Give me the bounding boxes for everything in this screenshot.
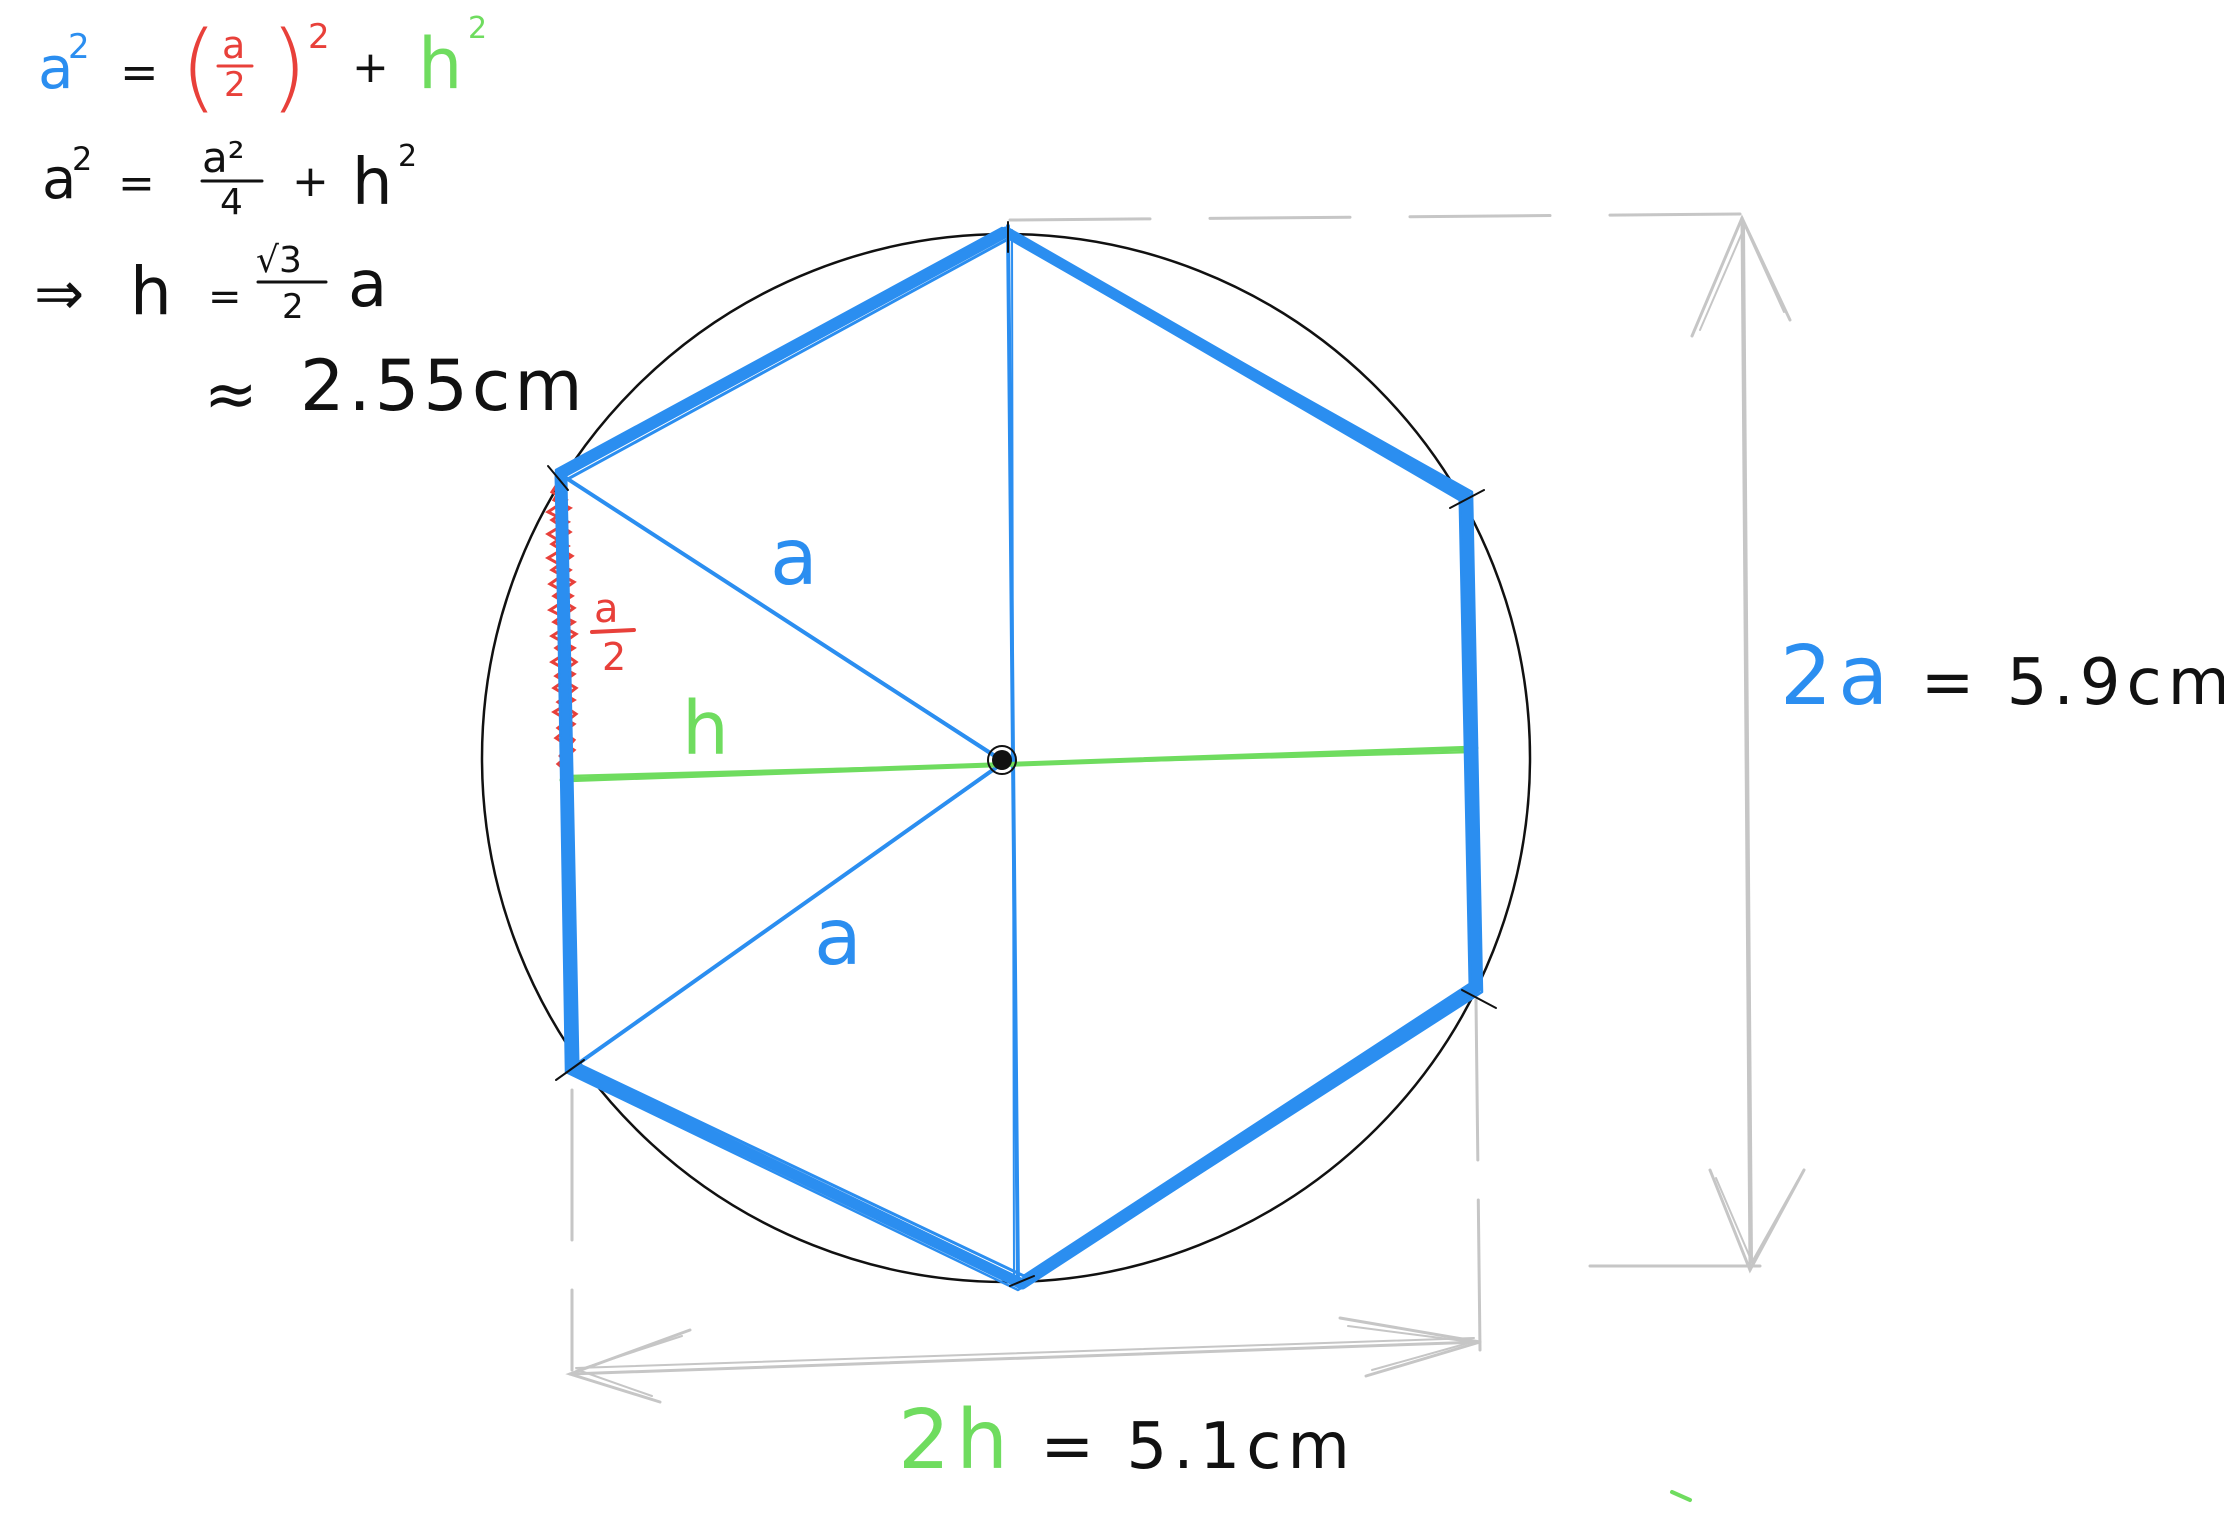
label-half-bar bbox=[590, 628, 636, 634]
horizontal-dimension-arrow bbox=[565, 1316, 1482, 1404]
eq2-h-exponent: 2 bbox=[398, 139, 417, 174]
right-extension-line bbox=[1474, 998, 1482, 1352]
vertical-diagonal-double bbox=[1011, 229, 1015, 1281]
eq1-frac-den: 2 bbox=[224, 65, 246, 105]
eq1-a: a bbox=[38, 34, 74, 102]
label-half-den: 2 bbox=[602, 635, 626, 679]
eq2-plus: + bbox=[292, 156, 329, 207]
eq2-frac-num: a² bbox=[202, 133, 245, 182]
eq2-equals: = bbox=[118, 158, 155, 209]
eq1-h: h bbox=[418, 23, 462, 105]
eq1-frac-num: a bbox=[222, 23, 245, 67]
horizontal-dimension-label: 2h = 5.1cm bbox=[898, 1393, 1356, 1488]
radius-lower-left-double bbox=[579, 765, 1001, 1063]
eq2-frac-den: 4 bbox=[220, 182, 243, 223]
eq1-plus: + bbox=[352, 42, 389, 93]
eq1-a-exponent: 2 bbox=[68, 27, 90, 67]
eq1-equals: = bbox=[120, 45, 159, 99]
radius-upper-left-double bbox=[565, 477, 1001, 759]
eq4-value: 2.55cm bbox=[300, 345, 587, 427]
center-point-ring bbox=[987, 745, 1017, 775]
vertex-ticks bbox=[547, 221, 1497, 1287]
height-line bbox=[559, 745, 1479, 783]
hexagon bbox=[554, 226, 1484, 1292]
eq1-paren-exponent: 2 bbox=[308, 17, 330, 57]
dimension-guides bbox=[565, 212, 1806, 1404]
equation-line-3: ⇒ h = √3 2 a bbox=[34, 240, 387, 330]
eq3-implies: ⇒ bbox=[34, 259, 84, 329]
horizontal-dimension-value: = 5.1cm bbox=[1014, 1410, 1356, 1484]
eq3-h: h bbox=[130, 253, 172, 330]
inner-diagonals bbox=[558, 224, 1020, 1288]
eq2-h: h bbox=[352, 146, 393, 220]
label-height: h bbox=[682, 686, 729, 772]
eq3-frac-num: √3 bbox=[256, 240, 302, 281]
label-side-upper: a bbox=[770, 513, 818, 603]
eq2-a: a bbox=[42, 147, 76, 212]
label-half-num: a bbox=[594, 586, 619, 632]
stray-green-mark bbox=[1670, 1490, 1692, 1502]
eq4-approx: ≈ bbox=[204, 358, 258, 432]
vertical-dimension-label: 2a = 5.9cm bbox=[1780, 629, 2224, 724]
label-side-lower: a bbox=[814, 893, 862, 983]
equation-line-4: ≈ 2.55cm bbox=[204, 345, 587, 432]
eq1-paren-open: ( bbox=[180, 11, 217, 123]
equation-line-2: a 2 = a² 4 + h 2 bbox=[42, 133, 417, 223]
eq3-equals: = bbox=[208, 274, 242, 320]
vertical-dimension-arrow bbox=[1690, 214, 1806, 1274]
vertical-dimension-value: = 5.9cm bbox=[1894, 646, 2224, 720]
eq1-paren-close: ) bbox=[270, 11, 307, 123]
eq3-a: a bbox=[348, 248, 387, 322]
top-extension-line bbox=[1008, 212, 1742, 222]
figure-labels: a a a 2 h bbox=[590, 513, 862, 983]
vertical-dimension-symbol: 2a bbox=[1780, 629, 1894, 724]
horizontal-dimension-symbol: 2h bbox=[898, 1393, 1014, 1488]
center-point bbox=[992, 750, 1012, 770]
equation-line-1: a 2 = ( a 2 ) 2 + h 2 bbox=[38, 11, 487, 123]
eq3-frac-den: 2 bbox=[282, 287, 304, 327]
eq1-h-exponent: 2 bbox=[468, 11, 487, 46]
eq2-a-exponent: 2 bbox=[72, 140, 92, 178]
